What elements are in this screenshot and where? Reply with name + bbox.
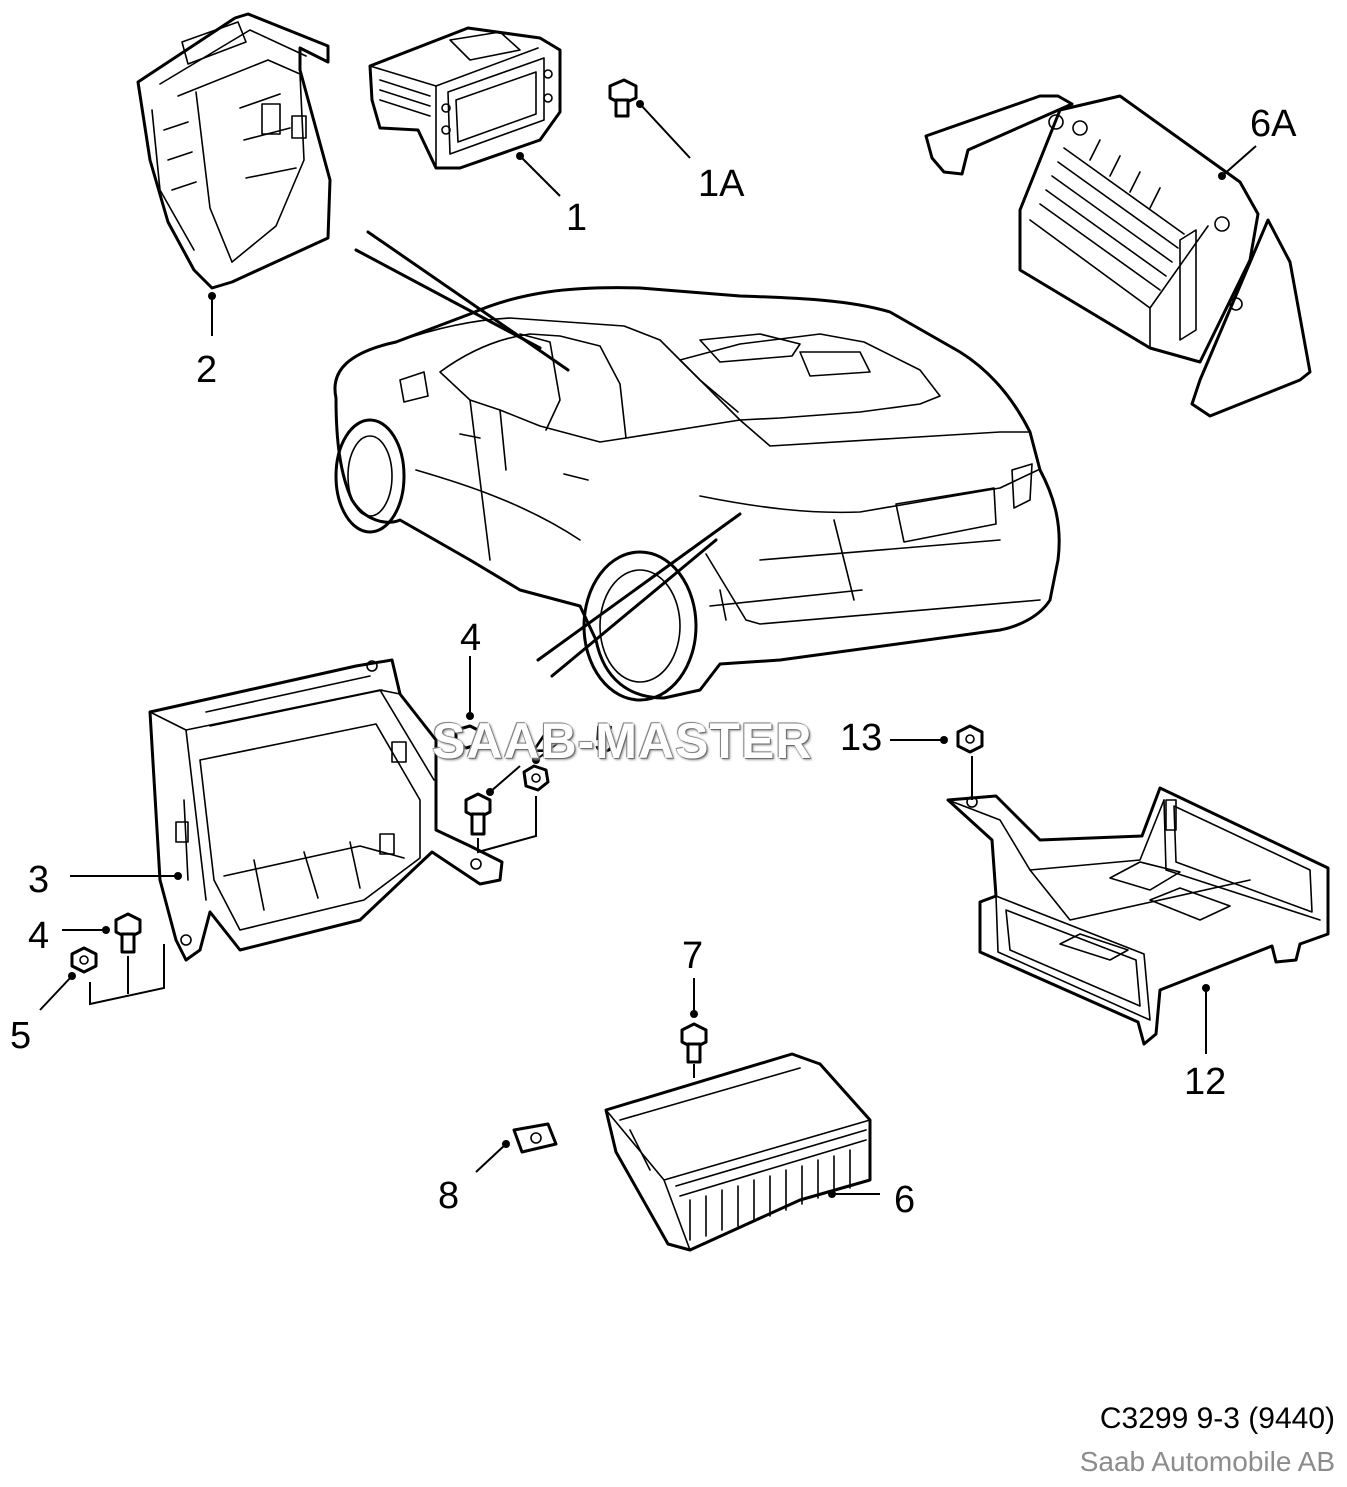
part-13-nut bbox=[956, 724, 984, 754]
callout-6a: 6A bbox=[1250, 103, 1297, 145]
callout-4-left: 4 bbox=[28, 915, 49, 957]
bracket-line-mid bbox=[477, 796, 537, 854]
fastener-nut-5b bbox=[70, 946, 98, 974]
fastener-screw-4b bbox=[114, 912, 142, 954]
callout-13: 13 bbox=[840, 717, 882, 759]
callout-1: 1 bbox=[566, 197, 587, 239]
part-7-screw bbox=[680, 1022, 708, 1064]
bracket-line-left bbox=[89, 944, 165, 1006]
callout-12: 12 bbox=[1184, 1061, 1226, 1103]
fastener-nut-top bbox=[454, 724, 484, 750]
callout-5-mid: 5 bbox=[594, 719, 615, 761]
callout-4-top: 4 bbox=[460, 617, 481, 659]
callout-4-mid: 4 bbox=[532, 725, 553, 767]
part-2-bracket bbox=[136, 12, 332, 290]
fastener-nut-5a bbox=[522, 764, 550, 792]
callout-8: 8 bbox=[438, 1175, 459, 1217]
fastener-screw-4a bbox=[464, 792, 492, 836]
callout-1a: 1A bbox=[698, 163, 745, 205]
brand-credit: Saab Automobile AB bbox=[1079, 1446, 1335, 1477]
callout-3: 3 bbox=[28, 859, 49, 901]
car-illustration bbox=[333, 286, 1061, 702]
part-1a-screw bbox=[608, 78, 638, 118]
pointer-line-front-2 bbox=[354, 248, 542, 350]
diagram-code: C3299 9-3 (9440) bbox=[1099, 1402, 1335, 1435]
part-12-amp-tray bbox=[946, 786, 1330, 1046]
pointer-line-rear-1 bbox=[536, 512, 742, 662]
callout-6: 6 bbox=[894, 1179, 915, 1221]
pointer-line-rear-2 bbox=[550, 538, 718, 678]
leader-lines bbox=[39, 100, 1257, 1198]
part-6a-amplifier bbox=[924, 94, 1312, 418]
pointer-line-front-1 bbox=[366, 230, 570, 372]
callout-2: 2 bbox=[196, 349, 217, 391]
watermark-logo: SAAB-MASTER bbox=[432, 713, 813, 769]
part-3-mounting-frame bbox=[148, 658, 504, 962]
part-8-clip bbox=[512, 1122, 558, 1154]
callout-5-left: 5 bbox=[10, 1015, 31, 1057]
part-1-radio-unit bbox=[368, 26, 562, 170]
part-6-amplifier bbox=[604, 1052, 872, 1252]
callout-7: 7 bbox=[682, 935, 703, 977]
